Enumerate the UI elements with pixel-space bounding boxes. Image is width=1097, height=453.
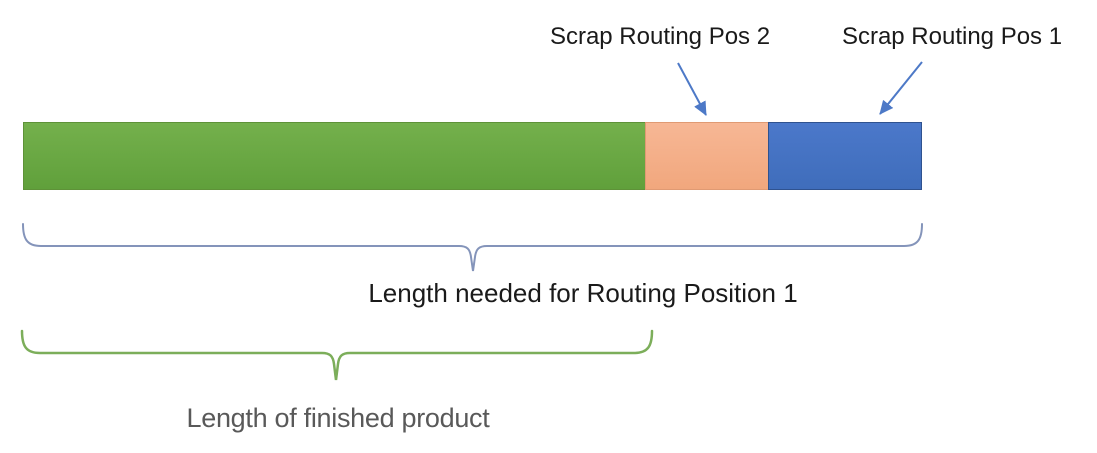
label-scrap-routing-pos-2: Scrap Routing Pos 2: [549, 23, 771, 50]
label-length-finished: Length of finished product: [186, 403, 490, 433]
brace-total-length-icon: [22, 223, 923, 272]
callout-arrow-pos-1-icon: [879, 61, 923, 115]
callout-arrow-pos-2-icon: [677, 62, 707, 116]
label-length-needed: Length needed for Routing Position 1: [368, 278, 798, 308]
brace-finished-length-icon: [20, 329, 654, 381]
segment-scrap-routing-pos-1: [768, 122, 922, 190]
product-bar: [23, 122, 923, 190]
segment-scrap-routing-pos-2: [645, 122, 769, 190]
segment-finished-product: [23, 122, 646, 190]
label-scrap-routing-pos-1: Scrap Routing Pos 1: [841, 23, 1063, 50]
